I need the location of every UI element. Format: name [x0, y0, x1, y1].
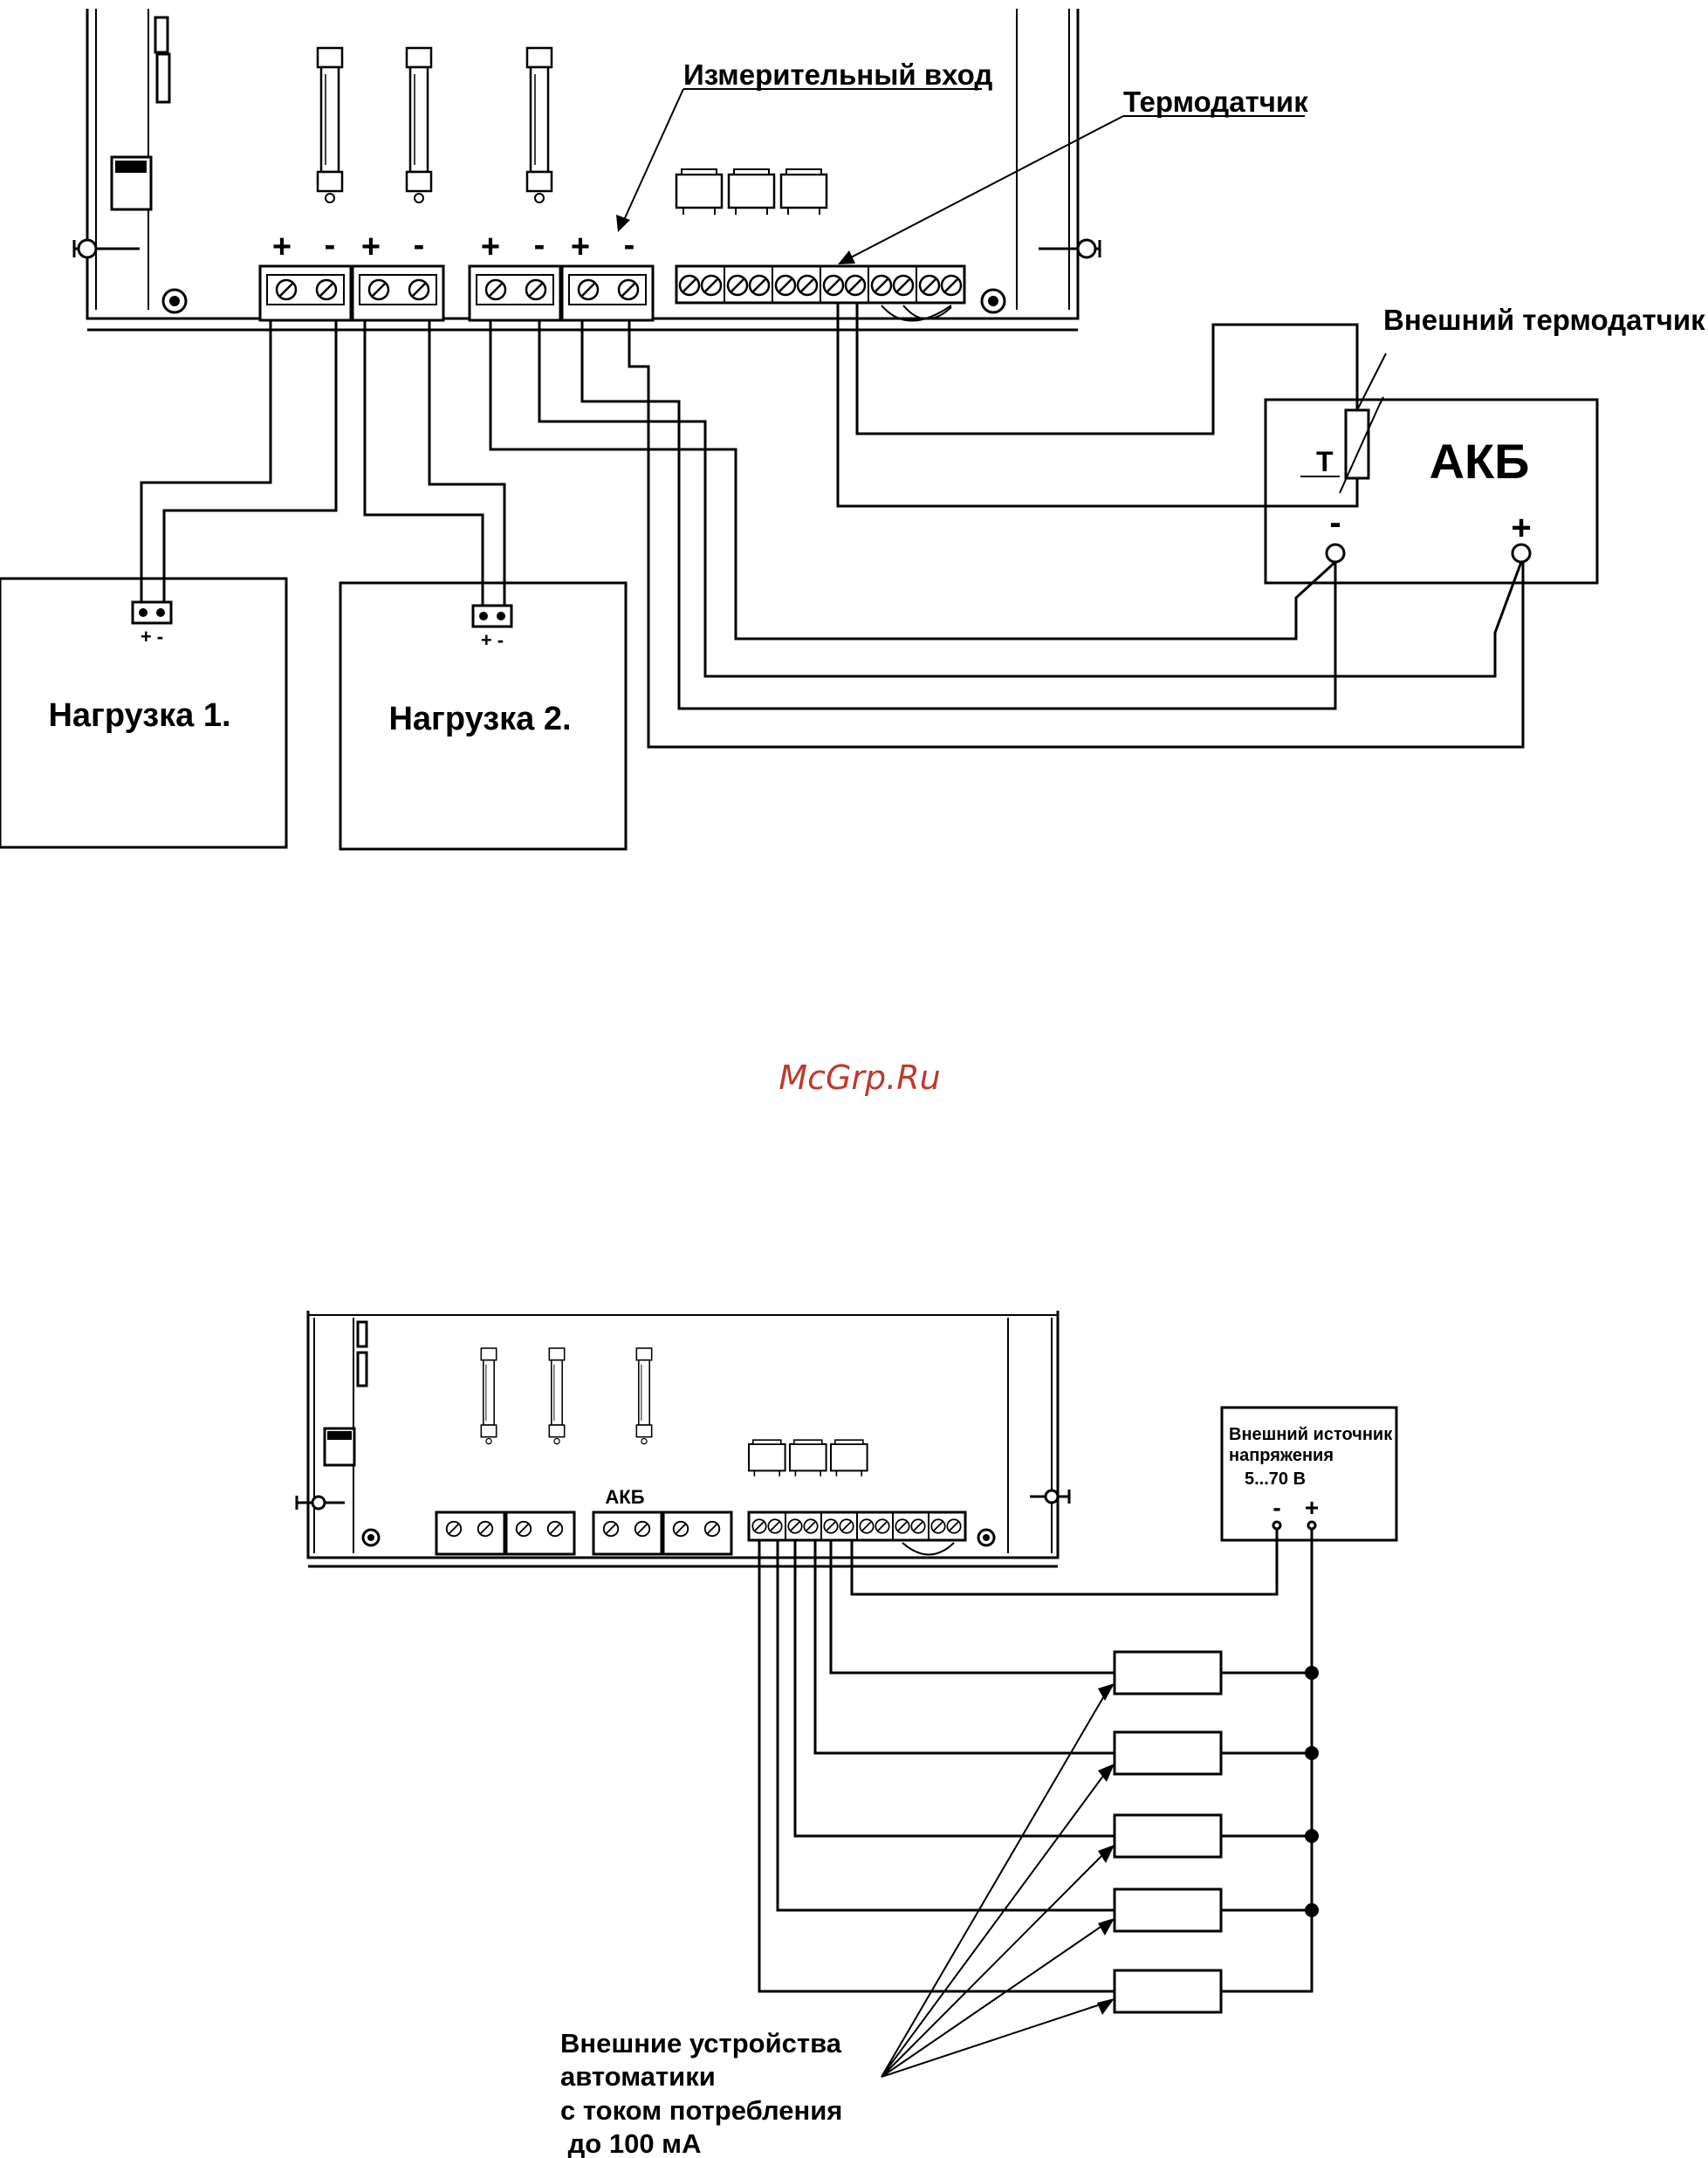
sign-meas-plus: +: [571, 229, 590, 265]
device-5: [1115, 1970, 1221, 2012]
load1-polarity: + -: [141, 626, 163, 647]
automation-devices: [1115, 1652, 1221, 2012]
source-minus: -: [1272, 1494, 1280, 1521]
device-2: [1115, 1732, 1221, 1774]
source-plus: +: [1305, 1494, 1319, 1521]
external-thermosensor-label: Внешний термодатчик: [1383, 304, 1705, 336]
device-4: [1115, 1889, 1221, 1931]
source-line1: Внешний источник: [1229, 1425, 1393, 1444]
wires-bottom: [759, 1529, 1319, 1991]
devices-line4: до 100 мА: [560, 2128, 702, 2158]
load1-label: Нагрузка 1.: [48, 697, 230, 734]
power-terminal-blocks-bottom: АКБ: [436, 1486, 731, 1554]
sign-meas-minus: -: [624, 227, 635, 264]
source-line3: 5...70 В: [1245, 1469, 1306, 1489]
signal-terminal-strip-bottom: [749, 1512, 965, 1555]
battery-plus-sign: +: [1511, 509, 1531, 547]
sign-batt-minus: -: [534, 227, 545, 264]
external-source-box: Внешний источник напряжения 5...70 В - +: [1222, 1408, 1396, 1540]
battery-minus-sign: -: [1329, 504, 1341, 542]
t-label: Т: [1316, 446, 1334, 477]
sign-load1-plus: +: [272, 229, 292, 265]
sign-load2-minus: -: [414, 227, 425, 264]
device-3: [1115, 1815, 1221, 1857]
devices-line3: с током потребления: [560, 2095, 842, 2126]
devices-line2: автоматики: [560, 2061, 716, 2092]
load2-label: Нагрузка 2.: [388, 701, 571, 737]
sign-load1-minus: -: [325, 227, 336, 264]
terminal-polarity-signs: + - + - + - + -: [272, 227, 634, 265]
battery-label: АКБ: [1430, 434, 1530, 489]
battery-box: АКБ Т - +: [1266, 397, 1597, 583]
thermosensor-label: Термодатчик: [1123, 86, 1308, 118]
sign-batt-plus: +: [481, 229, 500, 265]
power-terminal-blocks-top: [260, 266, 653, 320]
battery-terminal-label: АКБ: [605, 1486, 644, 1508]
signal-terminal-strip-top: [676, 266, 964, 321]
devices-line1: Внешние устройства: [560, 2028, 842, 2059]
load2-polarity: + -: [481, 629, 504, 651]
measuring-input-label: Измерительный вход: [683, 58, 992, 91]
device-1: [1115, 1652, 1221, 1694]
wires-top: [141, 303, 1523, 747]
sign-load2-plus: +: [361, 229, 381, 265]
watermark: McGrp.Ru: [779, 1058, 940, 1097]
load-2-box: + - Нагрузка 2.: [340, 583, 626, 849]
load-1-box: + - Нагрузка 1.: [0, 579, 286, 847]
device-arrows: [881, 1683, 1115, 2077]
source-line2: напряжения: [1229, 1446, 1334, 1465]
